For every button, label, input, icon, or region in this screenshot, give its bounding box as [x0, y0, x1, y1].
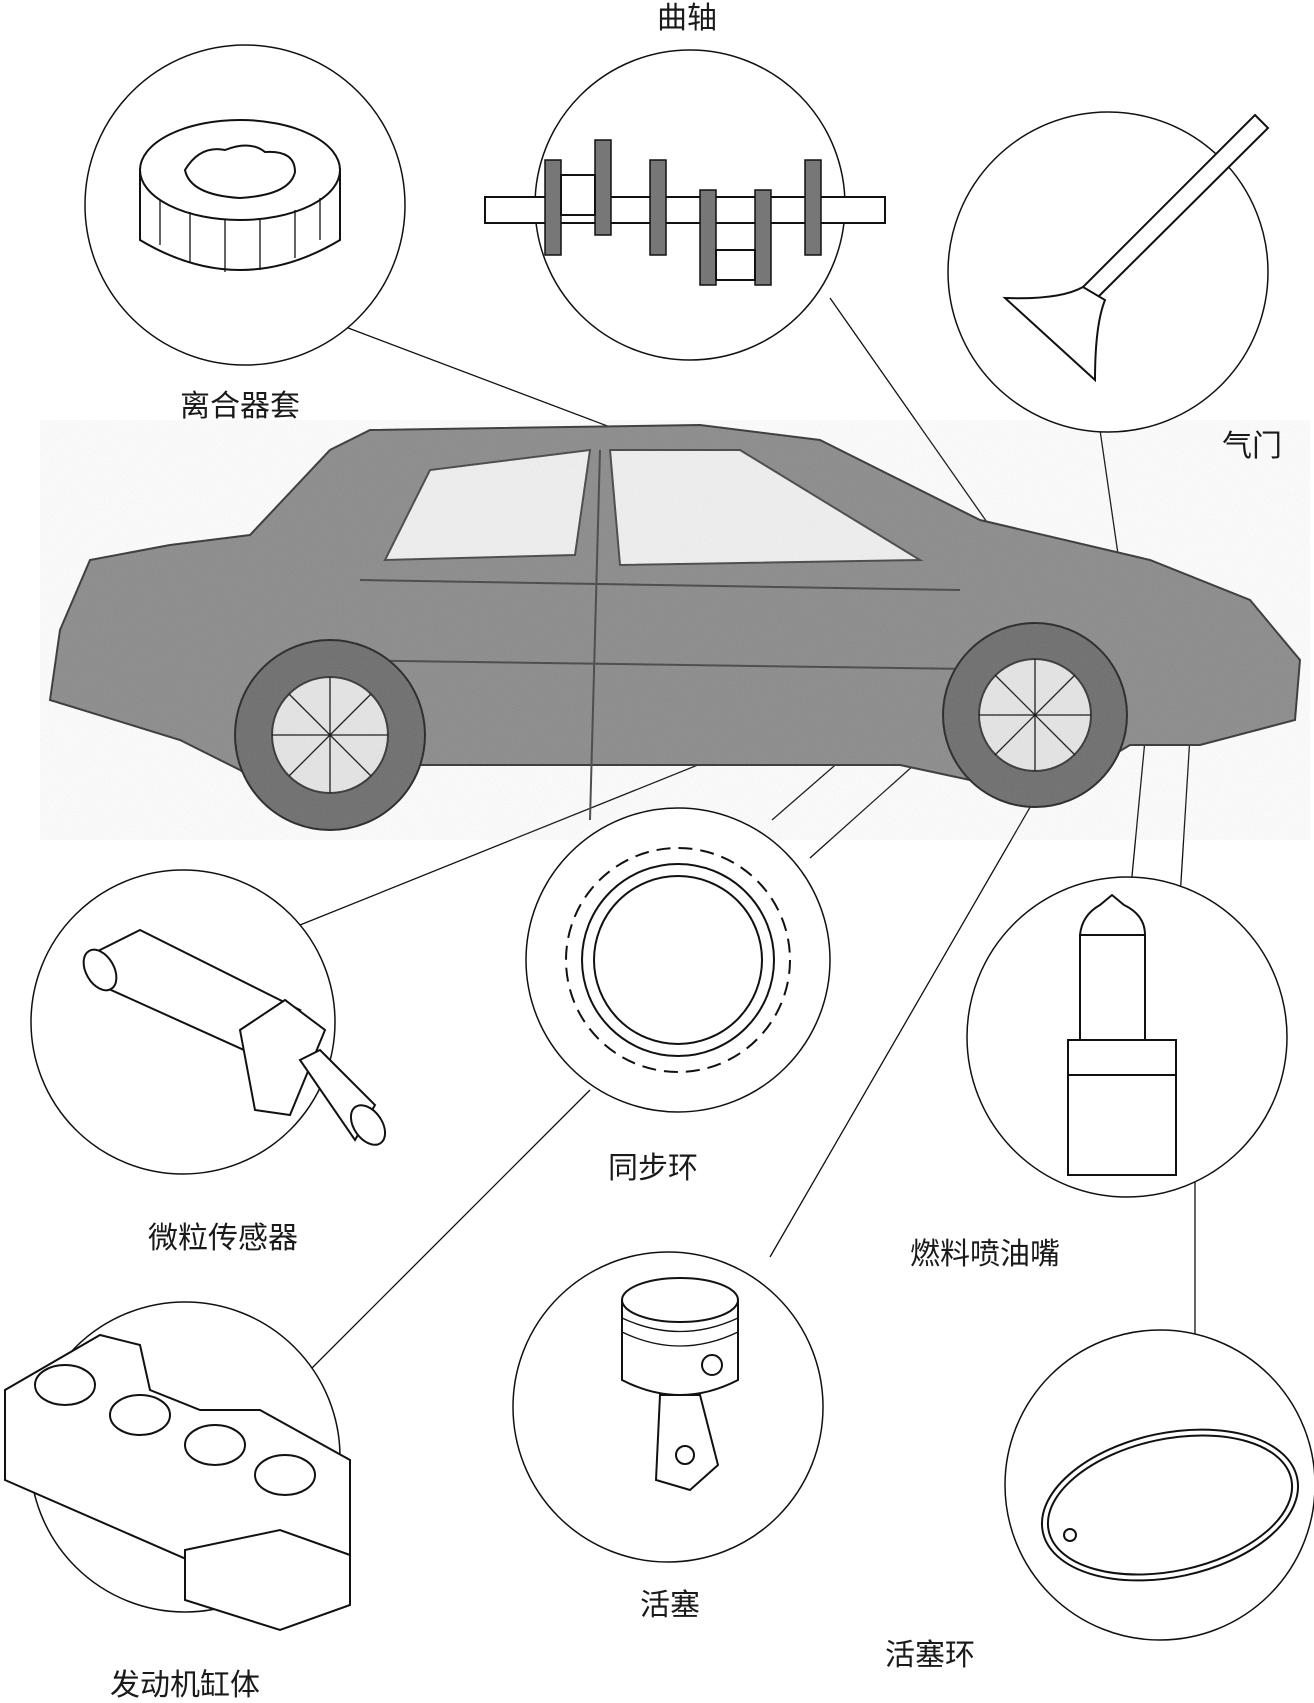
engine-block-label: 发动机缸体 [110, 1668, 260, 1703]
fuel-injector-label: 燃料喷油嘴 [910, 1237, 1060, 1272]
particle-sensor-label: 微粒传感器 [148, 1221, 298, 1256]
synchro-ring-icon [565, 847, 791, 1073]
fuel-injector-icon [1067, 893, 1177, 1176]
car-grain-texture [40, 420, 1310, 840]
piston-callout: 活塞 [512, 1251, 824, 1623]
clutch-sleeve-label: 离合器套 [180, 389, 300, 424]
engine-block-icon [4, 1333, 351, 1632]
piston-ring-callout: 活塞环 [885, 1329, 1314, 1673]
clutch-sleeve-callout: 离合器套 [84, 44, 406, 424]
car-illustration [40, 420, 1310, 840]
piston-label: 活塞 [640, 1588, 700, 1623]
particle-sensor-icon [82, 928, 387, 1146]
leader-block [309, 1089, 591, 1371]
valve-callout: 气门 [947, 111, 1282, 464]
fuel-injector-callout: 燃料喷油嘴 [910, 876, 1288, 1272]
leader-piston [769, 789, 1041, 1258]
valve-icon [1002, 113, 1270, 383]
synchro-ring-label: 同步环 [608, 1151, 698, 1186]
particle-sensor-callout: 微粒传感器 [30, 869, 387, 1256]
piston-ring-label: 活塞环 [885, 1638, 975, 1673]
crankshaft-callout: 曲轴 [484, 1, 886, 361]
valve-label: 气门 [1222, 429, 1282, 464]
piston-icon [621, 1277, 739, 1492]
engine-block-callout: 发动机缸体 [4, 1301, 351, 1703]
crankshaft-icon [484, 139, 886, 286]
crankshaft-label: 曲轴 [657, 1, 717, 36]
piston-ring-icon [1040, 1428, 1300, 1582]
clutch-sleeve-icon [139, 119, 341, 272]
synchro-ring-callout: 同步环 [525, 807, 831, 1186]
